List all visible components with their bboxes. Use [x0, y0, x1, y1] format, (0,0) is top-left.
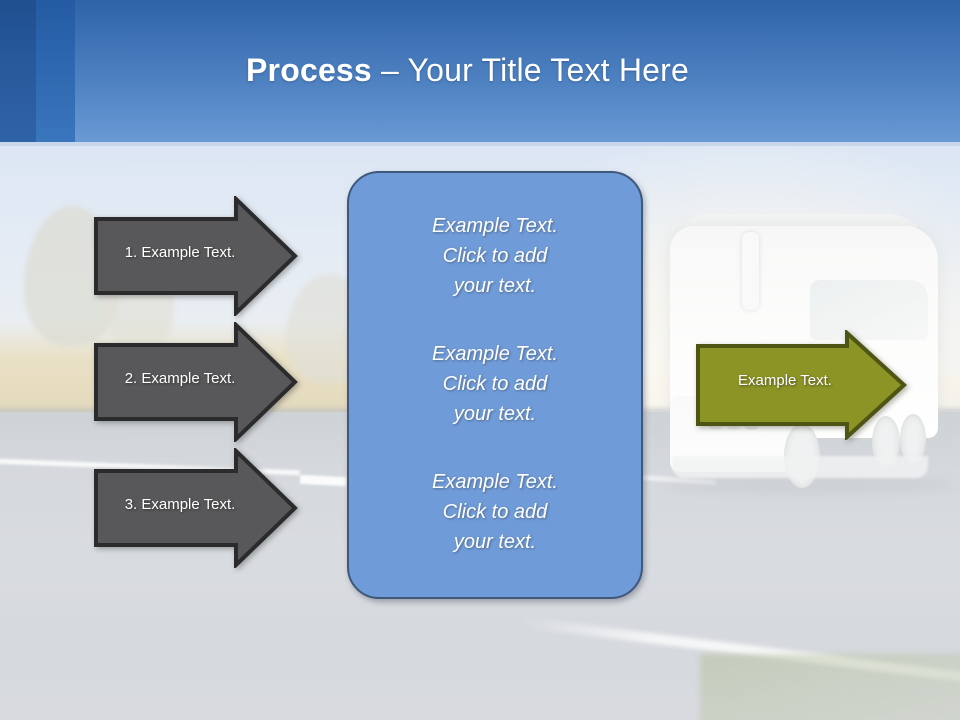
center-paragraph-3: Example Text. Click to add your text.: [432, 471, 558, 553]
banner-accent-bar-dark: [0, 0, 36, 142]
bus-wheel: [900, 414, 926, 464]
page-title-rest: – Your Title Text Here: [381, 52, 690, 88]
arrow-right-icon: [94, 448, 298, 568]
bus-skirt: [672, 456, 928, 478]
step-arrow-2[interactable]: 2. Example Text.: [93, 322, 298, 442]
arrow-right-icon: [94, 322, 298, 442]
bus-mirror: [742, 232, 759, 310]
arrow-right-icon: [94, 196, 298, 316]
center-content-box[interactable]: Example Text. Click to add your text. Ex…: [347, 171, 643, 599]
title-banner: Process – Your Title Text Here: [0, 0, 960, 146]
step-arrow-3[interactable]: 3. Example Text.: [93, 448, 298, 568]
page-title-bold: Process: [246, 52, 382, 88]
arrow-right-icon: [696, 330, 907, 440]
center-paragraph-1: Example Text. Click to add your text.: [432, 215, 558, 297]
bus-windshield: [810, 280, 928, 340]
step-arrow-1[interactable]: 1. Example Text.: [93, 196, 298, 316]
banner-underline: [0, 142, 960, 146]
result-arrow[interactable]: Example Text.: [695, 330, 907, 440]
banner-accent-bar-mid: [36, 0, 75, 142]
banner-gradient: [0, 0, 960, 142]
page-title: Process – Your Title Text Here: [246, 52, 689, 89]
roadside-verge: [700, 654, 960, 720]
center-paragraph-2: Example Text. Click to add your text.: [432, 343, 558, 425]
